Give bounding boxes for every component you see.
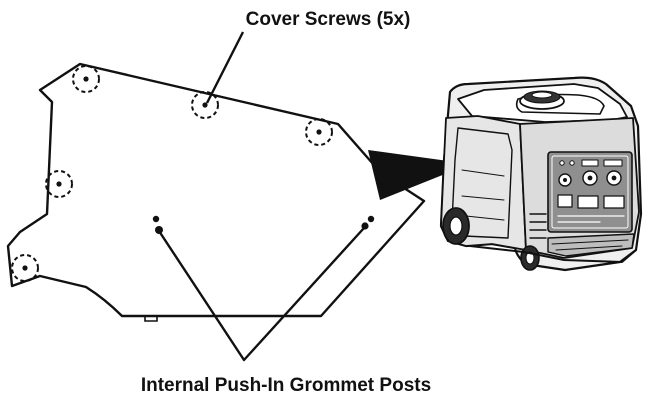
cover-screw-1 [72,65,100,93]
inverter-generator-illustration [439,76,643,272]
cover-screw-2 [191,91,219,119]
side-cover-panel [6,62,426,318]
generator-base [469,245,637,263]
control-panel-sockets [557,159,625,223]
side-cover-outline [451,127,513,239]
wheel-rear [520,245,540,271]
cover-screw-3 [305,118,333,146]
cover-screw-4 [45,170,73,198]
grommet-post-left-upper [152,215,160,223]
fuel-cap [519,90,565,110]
cover-screw-5 [11,254,39,282]
grommet-posts-leader [157,227,365,362]
panel-bottom-tab [144,316,158,322]
cover-screws-label: Cover Screws (5x) [246,9,411,30]
front-vents [529,213,547,239]
cover-screws-leader [205,31,245,104]
grommet-post-right-upper [367,215,375,223]
grommet-posts-label: Internal Push-In Grommet Posts [141,375,431,396]
wheel-front [442,207,470,245]
